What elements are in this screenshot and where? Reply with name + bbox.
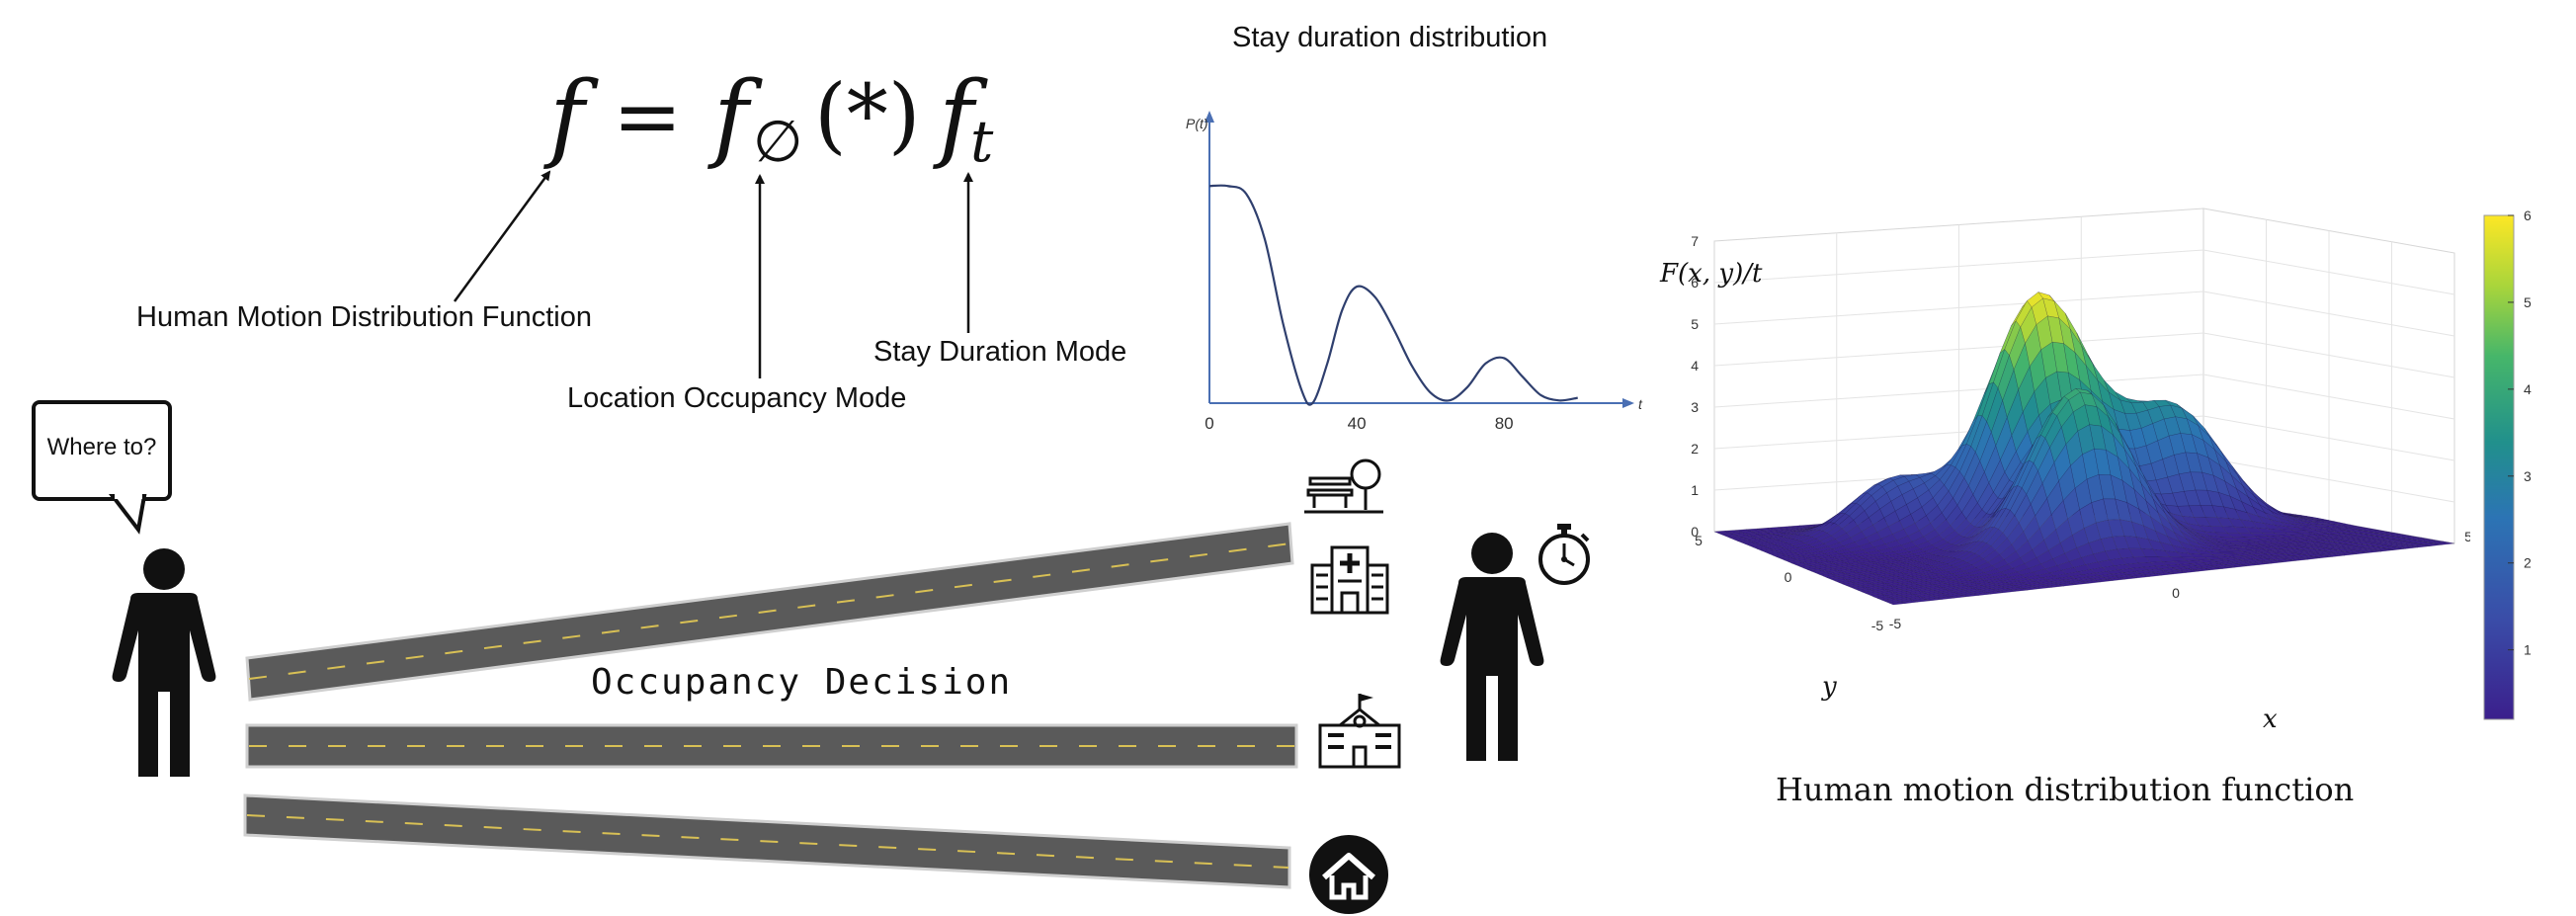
road-to-home bbox=[243, 793, 1291, 889]
label-stay-duration: Stay Duration Mode bbox=[873, 336, 1127, 368]
surface-z-tick: 5 bbox=[1691, 316, 1699, 332]
equation-op: (*) bbox=[814, 66, 921, 163]
surface-z-tick: 6 bbox=[1691, 275, 1699, 291]
home-icon bbox=[1309, 835, 1388, 914]
surface-gridline bbox=[1713, 291, 2455, 337]
colorbar-tick-label: 2 bbox=[2524, 555, 2532, 571]
equation-f2-sub: t bbox=[970, 108, 994, 175]
surface-ylabel: y bbox=[1822, 672, 1837, 702]
stay-chart-x-tick: 80 bbox=[1495, 414, 1514, 433]
colorbar-tick-label: 4 bbox=[2524, 381, 2532, 397]
surface-y-tick: 5 bbox=[1695, 533, 1703, 548]
equation-f2: f bbox=[939, 61, 974, 172]
label-location-occupancy: Location Occupancy Mode bbox=[567, 382, 907, 414]
colorbar-tick-label: 5 bbox=[2524, 294, 2532, 310]
stay-chart-ylabel: P(t) bbox=[1186, 116, 1208, 131]
stay-chart-y-arrow bbox=[1205, 111, 1214, 123]
speech-bubble: Where to? bbox=[32, 400, 172, 501]
colorbar-tick-label: 6 bbox=[2524, 208, 2532, 223]
surface-x-tick: -5 bbox=[1889, 616, 1902, 631]
surface-zlabel: F(x, y)/t bbox=[1660, 259, 1763, 289]
stay-chart-x-arrow bbox=[1622, 398, 1634, 408]
equation-equals: = bbox=[613, 68, 683, 165]
speech-bubble-tail bbox=[109, 494, 147, 535]
stay-duration-chart: P(t) t 0 40 80 bbox=[1186, 111, 1643, 433]
colorbar: 1 2 3 4 5 6 bbox=[2483, 208, 2532, 720]
road-to-park bbox=[245, 522, 1294, 702]
surface-z-tick: 2 bbox=[1691, 441, 1699, 457]
surface-mesh-cell bbox=[2437, 541, 2455, 545]
surface-xlabel: x bbox=[2263, 705, 2278, 734]
colorbar-tick-label: 1 bbox=[2524, 642, 2532, 658]
surface-y-tick: 0 bbox=[1785, 569, 1792, 585]
surface-y-tick: -5 bbox=[1871, 618, 1884, 633]
surface-z-tick: 4 bbox=[1691, 358, 1699, 374]
surface-x-tick: 5 bbox=[2464, 529, 2470, 544]
person-icon bbox=[112, 548, 216, 777]
colorbar-tick-label: 3 bbox=[2524, 468, 2532, 484]
equation: f = f ∅ (*) f t bbox=[543, 61, 1008, 180]
equation-f1-sub: ∅ bbox=[753, 108, 803, 175]
surface-z-tick: 7 bbox=[1691, 233, 1699, 249]
surface-gridline bbox=[1713, 332, 2455, 378]
label-occupancy-decision: Occupancy Decision bbox=[591, 662, 1013, 703]
surface-x-tick: 0 bbox=[2172, 585, 2180, 601]
surface-caption: Human motion distribution function bbox=[1776, 771, 2355, 808]
surface-z-tick: 3 bbox=[1691, 399, 1699, 415]
stay-chart-x-tick: 40 bbox=[1348, 414, 1367, 433]
stay-chart-series-line bbox=[1208, 184, 1578, 406]
surface-gridline bbox=[1713, 249, 2455, 295]
school-icon bbox=[1318, 694, 1401, 769]
hospital-icon bbox=[1310, 545, 1389, 615]
person-waiting-icon bbox=[1440, 533, 1544, 761]
surface-gridline bbox=[1713, 415, 2455, 461]
stopwatch-icon bbox=[1538, 524, 1590, 585]
arrow-human-motion bbox=[453, 170, 551, 302]
label-human-motion: Human Motion Distribution Function bbox=[136, 301, 592, 333]
speech-bubble-text: Where to? bbox=[46, 434, 157, 460]
surface-gridline bbox=[1713, 374, 2455, 420]
stay-chart-xlabel: t bbox=[1638, 396, 1643, 412]
equation-f1: f bbox=[713, 61, 749, 172]
stay-chart-title: Stay duration distribution bbox=[1232, 22, 1548, 53]
surface-z-tick: 1 bbox=[1691, 482, 1699, 498]
equation-lhs: f bbox=[549, 61, 585, 172]
surface-z-tick: 0 bbox=[1691, 524, 1699, 540]
road-to-school bbox=[245, 723, 1298, 769]
park-bench-icon bbox=[1304, 458, 1383, 514]
stay-chart-x-tick: 0 bbox=[1205, 414, 1213, 433]
